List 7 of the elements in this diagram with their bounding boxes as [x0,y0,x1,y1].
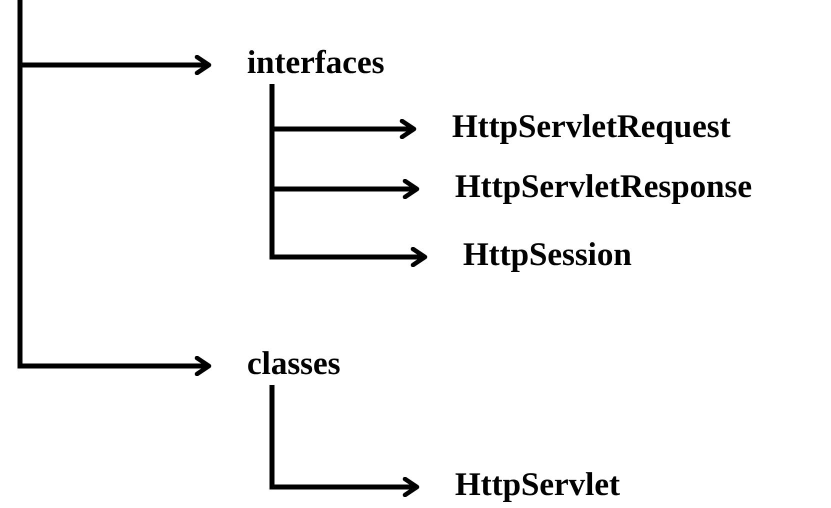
node-label: interfaces [247,44,384,82]
arrow [270,385,420,498]
node-label: HttpServlet [455,466,620,504]
node-label: HttpServletRequest [452,108,731,146]
node-label: HttpSession [463,236,632,274]
node-label: classes [247,345,340,383]
node-label: HttpServletResponse [455,168,752,206]
